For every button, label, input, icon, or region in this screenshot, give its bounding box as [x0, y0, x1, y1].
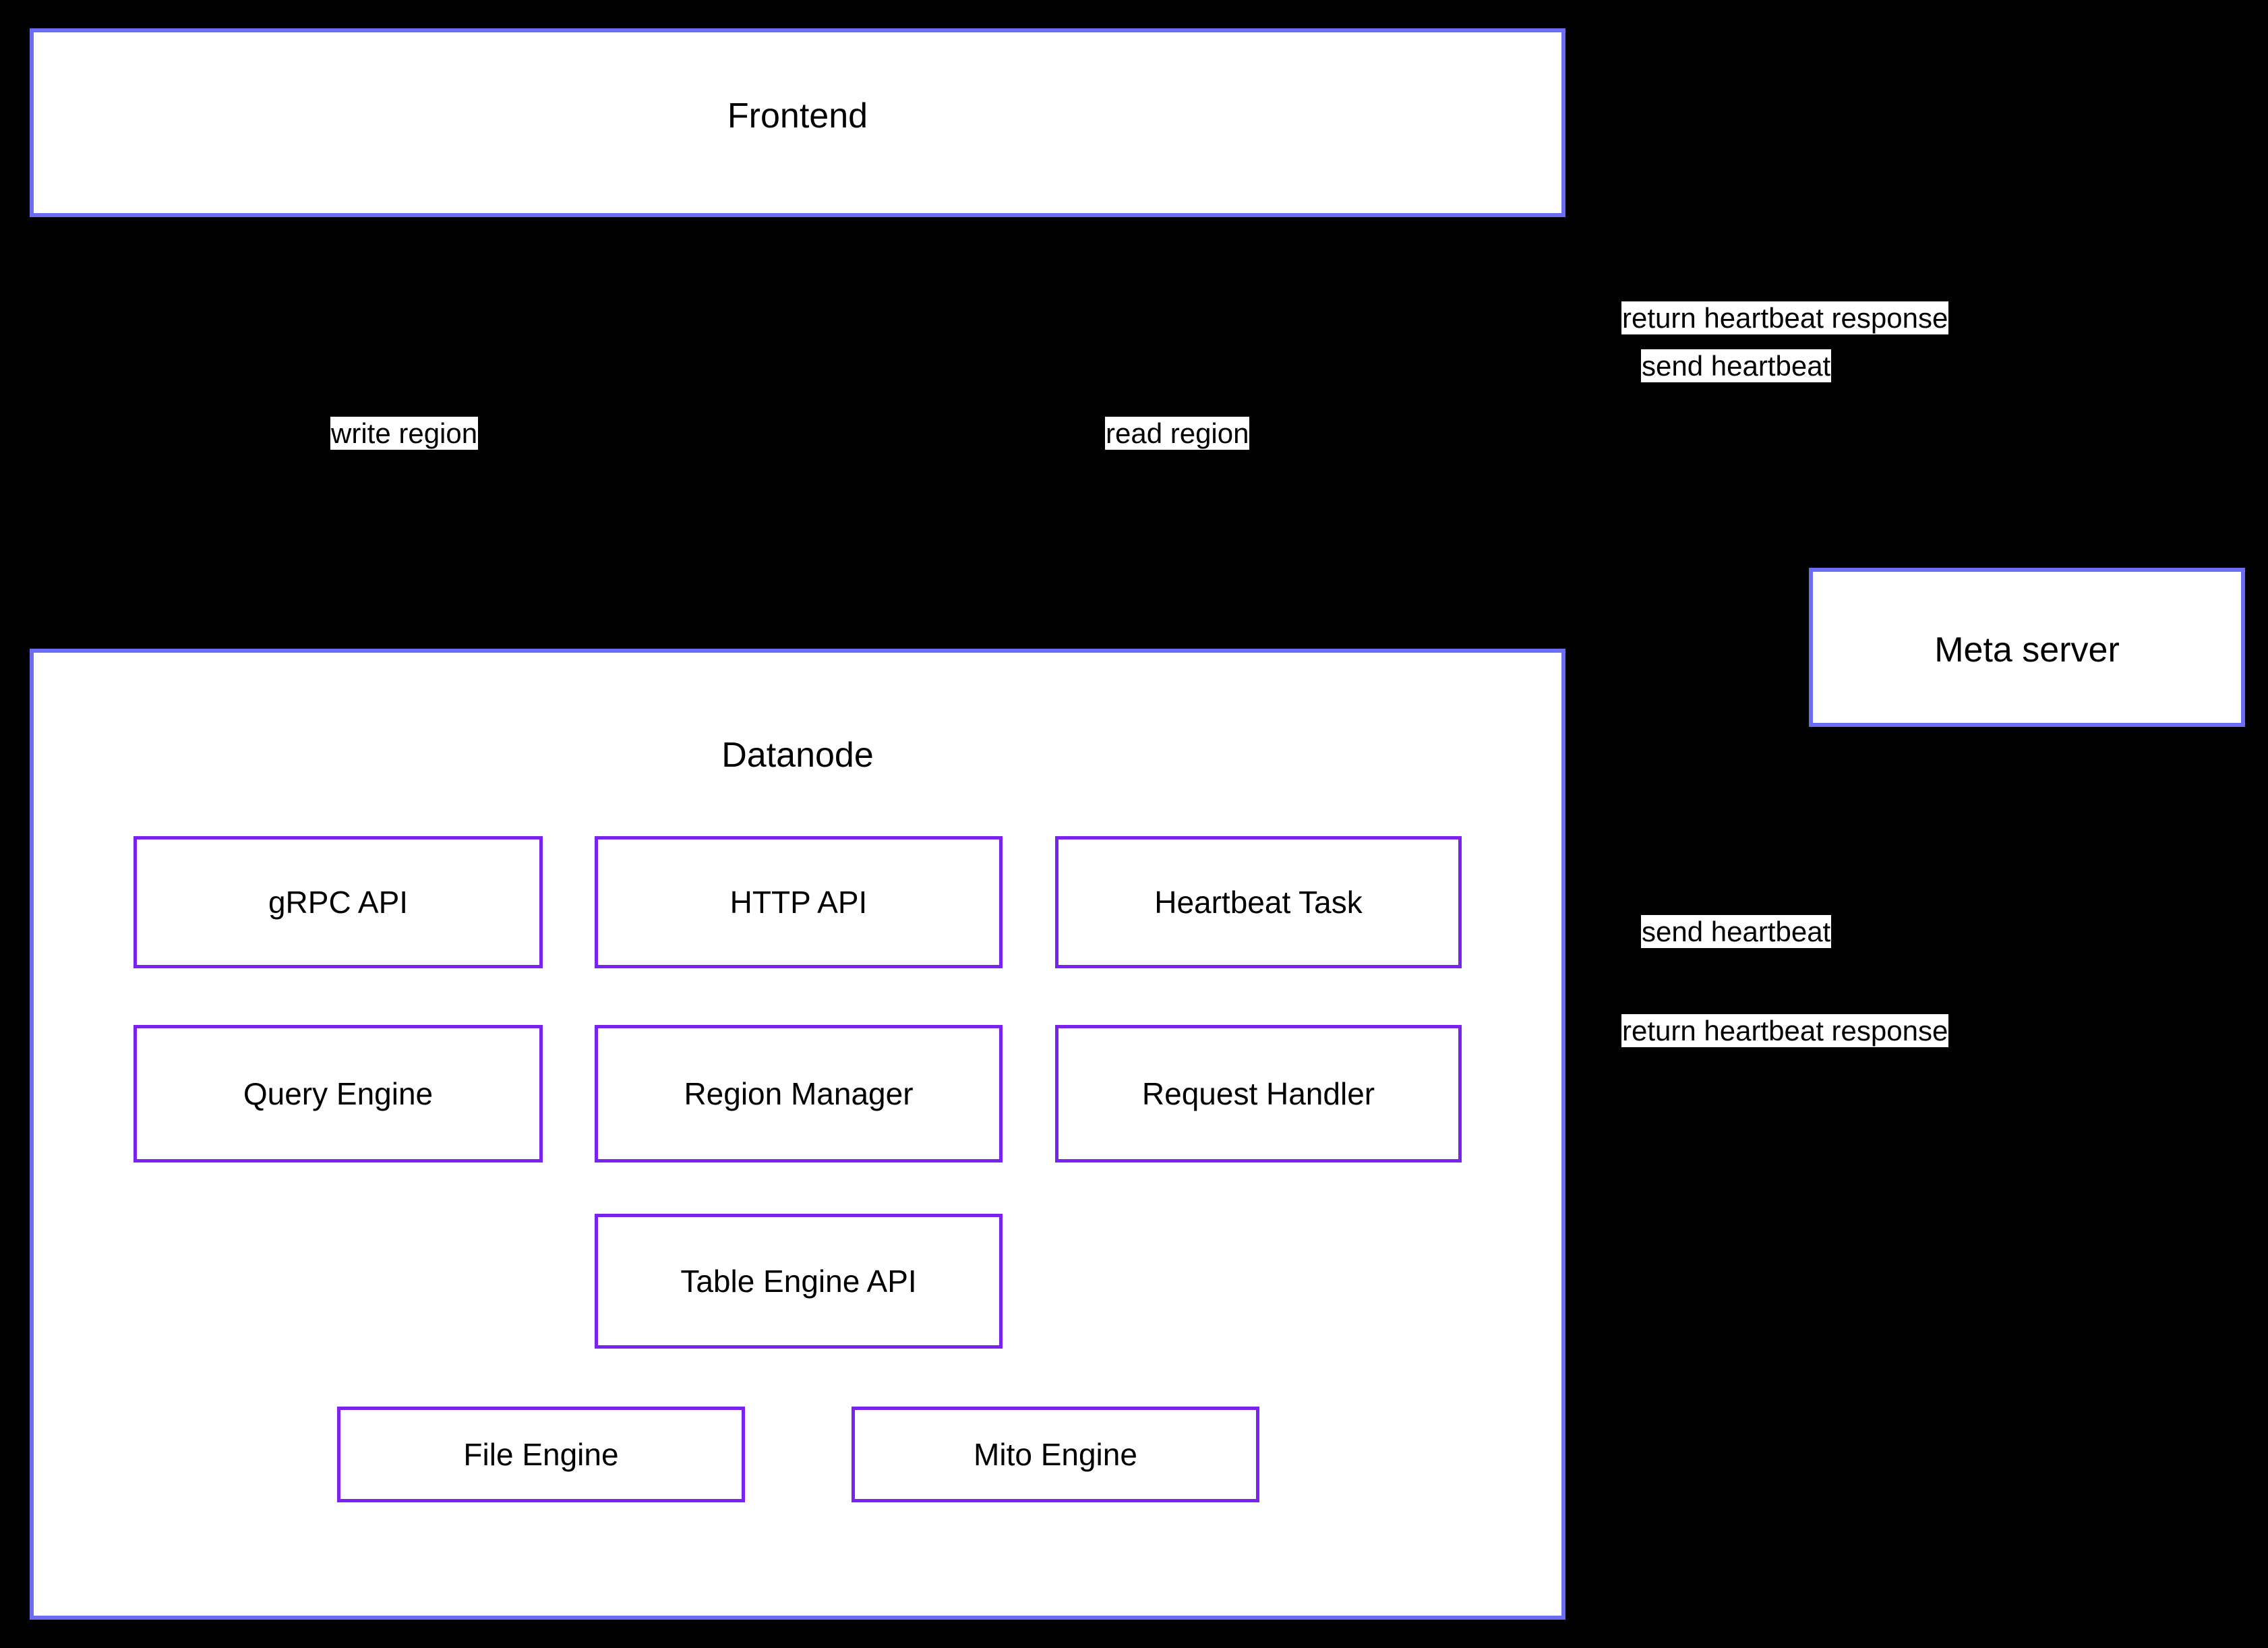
component-grpc-api[interactable]: gRPC API [133, 836, 543, 968]
datanode-title: Datanode [721, 736, 874, 775]
edge-label-read-region: read region [1105, 417, 1250, 450]
component-http-api[interactable]: HTTP API [595, 836, 1003, 968]
component-request-handler[interactable]: Request Handler [1055, 1025, 1462, 1163]
component-file-engine[interactable]: File Engine [337, 1407, 745, 1502]
component-grpc-api-label: gRPC API [268, 884, 409, 920]
component-request-handler-label: Request Handler [1141, 1076, 1375, 1111]
component-table-engine-api[interactable]: Table Engine API [595, 1214, 1003, 1349]
meta-server-box[interactable]: Meta server [1809, 568, 2245, 727]
meta-server-title: Meta server [1934, 630, 2120, 670]
edge-label-send-heartbeat-bottom: send heartbeat [1641, 915, 1832, 949]
component-http-api-label: HTTP API [729, 884, 868, 920]
component-heartbeat-task-label: Heartbeat Task [1154, 884, 1363, 920]
component-region-manager-label: Region Manager [684, 1076, 914, 1111]
frontend-title: Frontend [727, 96, 868, 136]
edge-label-write-region: write region [330, 417, 479, 450]
component-table-engine-api-label: Table Engine API [680, 1263, 917, 1299]
component-query-engine[interactable]: Query Engine [133, 1025, 543, 1163]
component-mito-engine[interactable]: Mito Engine [852, 1407, 1259, 1502]
component-file-engine-label: File Engine [463, 1436, 619, 1472]
edge-label-return-heartbeat-response-bottom: return heartbeat response [1621, 1014, 1949, 1048]
component-mito-engine-label: Mito Engine [974, 1436, 1137, 1472]
frontend-box[interactable]: Frontend [30, 28, 1565, 217]
edge-label-send-heartbeat-top: send heartbeat [1641, 349, 1832, 383]
edge-label-return-heartbeat-response-top: return heartbeat response [1621, 301, 1949, 335]
component-region-manager[interactable]: Region Manager [595, 1025, 1003, 1163]
component-query-engine-label: Query Engine [243, 1076, 434, 1111]
component-heartbeat-task[interactable]: Heartbeat Task [1055, 836, 1462, 968]
arrow-meta-to-frontend-response [1632, 202, 1943, 569]
